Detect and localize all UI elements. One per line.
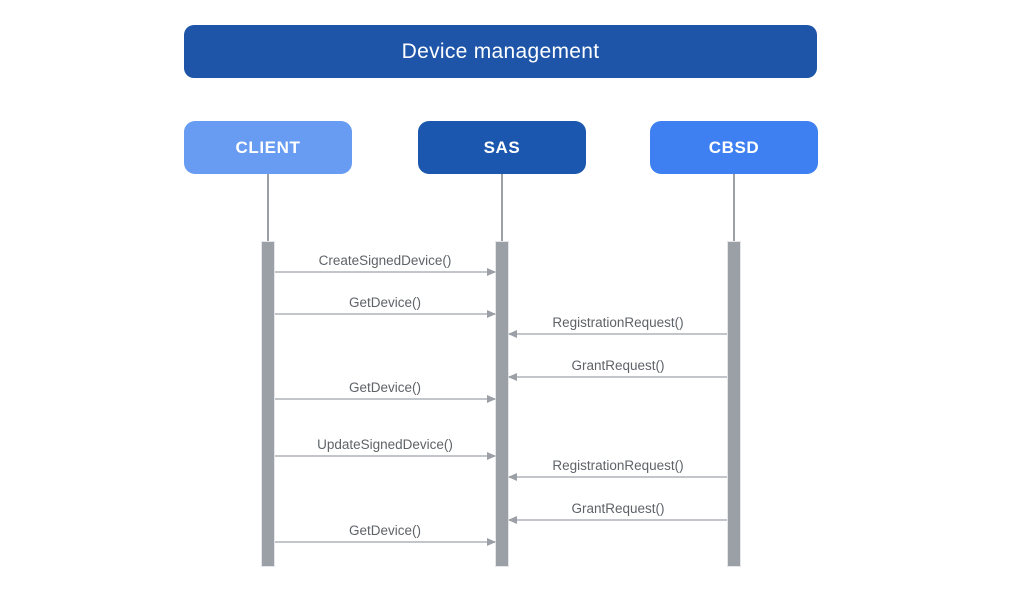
message-label: GetDevice() — [348, 380, 421, 395]
message-label: GetDevice() — [348, 295, 421, 310]
activation-bar-client — [261, 241, 275, 567]
arrowhead-icon — [508, 473, 517, 481]
message-label: RegistrationRequest() — [552, 458, 684, 473]
message: GetDevice() — [275, 523, 496, 546]
message-label: RegistrationRequest() — [552, 315, 684, 330]
arrowhead-icon — [487, 395, 496, 403]
actor-box-sas: SAS — [418, 121, 586, 174]
message: GetDevice() — [275, 295, 496, 318]
message: GrantRequest() — [508, 501, 727, 524]
message-label: CreateSignedDevice() — [318, 253, 452, 268]
message-label: GrantRequest() — [571, 358, 665, 373]
actor-box-cbsd: CBSD — [650, 121, 818, 174]
diagram-title: Device management — [184, 25, 817, 78]
message-label: GrantRequest() — [571, 501, 665, 516]
arrowhead-icon — [487, 268, 496, 276]
arrowhead-icon — [508, 330, 517, 338]
actor-box-client: CLIENT — [184, 121, 352, 174]
message: CreateSignedDevice() — [275, 253, 496, 276]
arrowhead-icon — [508, 373, 517, 381]
lifeline-client — [267, 174, 269, 241]
lifeline-sas — [501, 174, 503, 241]
arrowhead-icon — [487, 538, 496, 546]
message: RegistrationRequest() — [508, 315, 727, 338]
message-label: UpdateSignedDevice() — [317, 437, 453, 452]
lifeline-cbsd — [733, 174, 735, 241]
arrowhead-icon — [508, 516, 517, 524]
message: GrantRequest() — [508, 358, 727, 381]
message: UpdateSignedDevice() — [275, 437, 496, 460]
arrowhead-icon — [487, 452, 496, 460]
arrowhead-icon — [487, 310, 496, 318]
message: GetDevice() — [275, 380, 496, 403]
activation-bar-sas — [495, 241, 509, 567]
message-label: GetDevice() — [348, 523, 421, 538]
activation-bar-cbsd — [727, 241, 741, 567]
message: RegistrationRequest() — [508, 458, 727, 481]
